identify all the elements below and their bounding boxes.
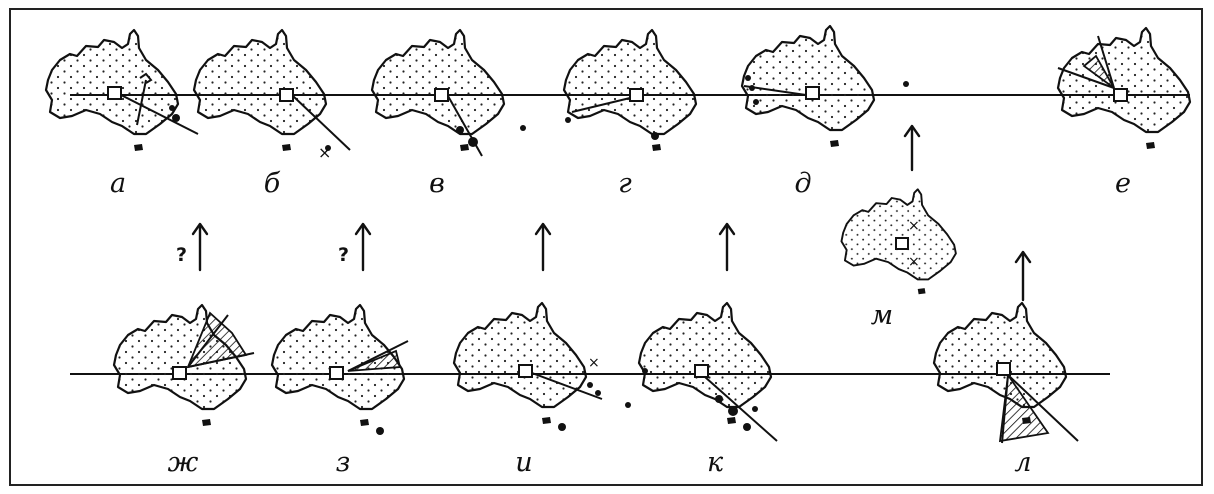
panel-i-map: ×	[452, 301, 631, 431]
panel-b-map: ×	[192, 28, 351, 162]
panel-label-i: и	[515, 447, 533, 478]
arrow-zh-to-a	[191, 222, 209, 272]
panel-d-map	[740, 24, 909, 149]
panel-z-map	[270, 303, 409, 435]
panel-label-k: к	[706, 447, 724, 478]
arrow-k-to-g	[718, 222, 736, 272]
panel-label-g: г	[618, 168, 632, 199]
svg-text:×: ×	[908, 218, 920, 234]
panel-m-map: × ×	[840, 188, 957, 296]
panel-label-z: з	[335, 447, 351, 478]
panel-label-b: б	[263, 168, 281, 199]
panel-a-map	[44, 28, 199, 153]
panel-label-m: м	[870, 300, 894, 331]
panel-label-e: е	[1115, 168, 1131, 199]
panel-e-map	[1056, 26, 1192, 151]
svg-text:×: ×	[908, 254, 920, 270]
panel-label-v: в	[429, 168, 445, 199]
panel-k-map	[637, 301, 778, 442]
svg-text:×: ×	[588, 355, 600, 371]
panel-zh-map	[112, 303, 255, 428]
panel-label-l: л	[1014, 447, 1032, 478]
panel-label-d: д	[794, 168, 812, 199]
arrow-m-to-d	[903, 124, 921, 172]
panel-l-map	[932, 301, 1079, 444]
arrow-i-to-v	[534, 222, 552, 272]
panel-v-map	[370, 28, 526, 157]
panel-g-map	[562, 28, 698, 153]
question-mark-zh: ?	[176, 244, 188, 266]
arrow-l-to-m	[1014, 250, 1032, 302]
arrow-z-to-b	[354, 222, 372, 272]
question-mark-z: ?	[338, 244, 350, 266]
panel-label-a: а	[109, 168, 127, 199]
panel-label-zh: ж	[167, 447, 199, 478]
